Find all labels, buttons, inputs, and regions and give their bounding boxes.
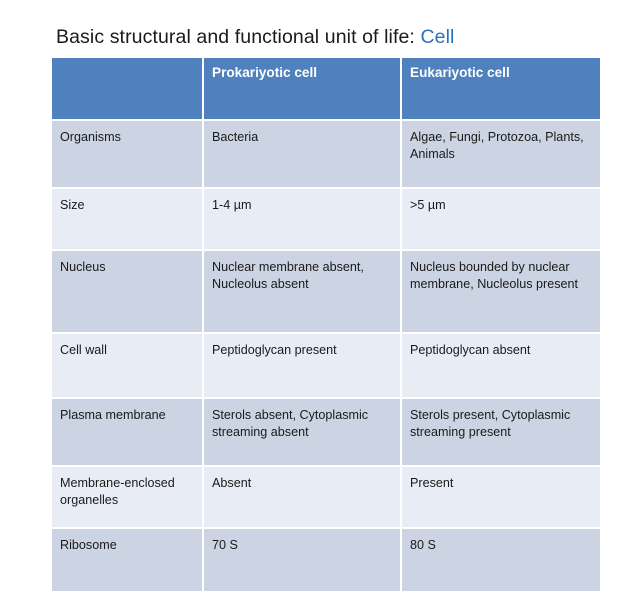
page-title-prefix: Basic structural and functional unit of … bbox=[56, 26, 421, 48]
cell-prokaryotic: Peptidoglycan present bbox=[204, 334, 402, 399]
cell-feature: Nucleus bbox=[52, 251, 204, 334]
cell-eukaryotic: Present bbox=[402, 467, 600, 529]
column-header-eukaryotic: Eukariyotic cell bbox=[402, 58, 600, 121]
page-title: Basic structural and functional unit of … bbox=[56, 25, 454, 49]
cell-eukaryotic: Algae, Fungi, Protozoa, Plants, Animals bbox=[402, 121, 600, 189]
cell-prokaryotic: 70 S bbox=[204, 529, 402, 591]
cell-prokaryotic: Nuclear membrane absent, Nucleolus absen… bbox=[204, 251, 402, 334]
table-header-row: Prokariyotic cell Eukariyotic cell bbox=[52, 58, 600, 121]
cell-comparison-table: Prokariyotic cell Eukariyotic cell Organ… bbox=[52, 58, 600, 591]
cell-prokaryotic: Bacteria bbox=[204, 121, 402, 189]
cell-eukaryotic: Peptidoglycan absent bbox=[402, 334, 600, 399]
column-header-prokaryotic: Prokariyotic cell bbox=[204, 58, 402, 121]
table-row: Plasma membrane Sterols absent, Cytoplas… bbox=[52, 399, 600, 467]
slide-canvas: Basic structural and functional unit of … bbox=[52, 25, 600, 591]
table-row: Nucleus Nuclear membrane absent, Nucleol… bbox=[52, 251, 600, 334]
cell-feature: Membrane-enclosed organelles bbox=[52, 467, 204, 529]
cell-feature: Organisms bbox=[52, 121, 204, 189]
table-header: Prokariyotic cell Eukariyotic cell bbox=[52, 58, 600, 121]
cell-eukaryotic: Sterols present, Cytoplasmic streaming p… bbox=[402, 399, 600, 467]
cell-eukaryotic: 80 S bbox=[402, 529, 600, 591]
cell-eukaryotic: >5 µm bbox=[402, 189, 600, 251]
cell-feature: Size bbox=[52, 189, 204, 251]
cell-feature: Plasma membrane bbox=[52, 399, 204, 467]
cell-prokaryotic: Absent bbox=[204, 467, 402, 529]
cell-eukaryotic: Nucleus bounded by nuclear membrane, Nuc… bbox=[402, 251, 600, 334]
table-row: Ribosome 70 S 80 S bbox=[52, 529, 600, 591]
cell-feature: Ribosome bbox=[52, 529, 204, 591]
table-row: Cell wall Peptidoglycan present Peptidog… bbox=[52, 334, 600, 399]
cell-prokaryotic: Sterols absent, Cytoplasmic streaming ab… bbox=[204, 399, 402, 467]
cell-prokaryotic: 1-4 µm bbox=[204, 189, 402, 251]
column-header-feature bbox=[52, 58, 204, 121]
table-row: Membrane-enclosed organelles Absent Pres… bbox=[52, 467, 600, 529]
cell-feature: Cell wall bbox=[52, 334, 204, 399]
table-body: Organisms Bacteria Algae, Fungi, Protozo… bbox=[52, 121, 600, 591]
table-row: Size 1-4 µm >5 µm bbox=[52, 189, 600, 251]
page-title-accent: Cell bbox=[420, 26, 455, 48]
table-row: Organisms Bacteria Algae, Fungi, Protozo… bbox=[52, 121, 600, 189]
